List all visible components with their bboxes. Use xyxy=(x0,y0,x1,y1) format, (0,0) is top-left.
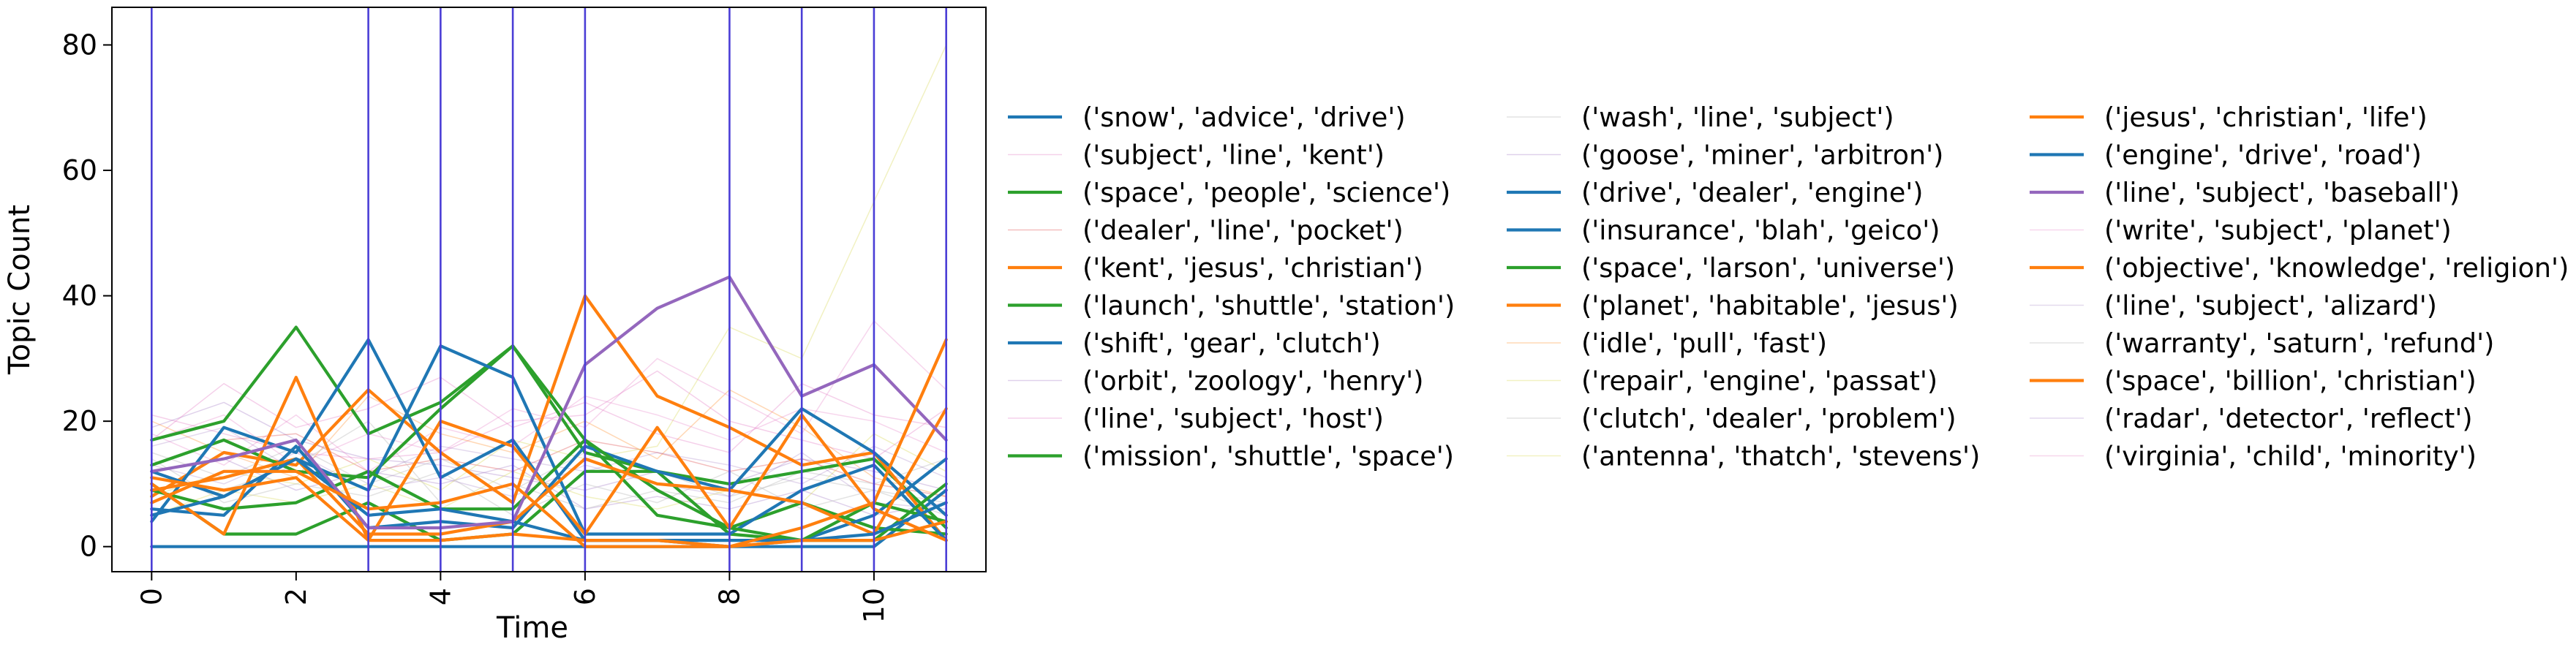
legend-label: ('snow', 'advice', 'drive') xyxy=(1082,102,1406,133)
legend-label: ('line', 'subject', 'host') xyxy=(1082,403,1384,434)
legend-label: ('radar', 'detector', 'reflect') xyxy=(2104,403,2473,434)
legend-label: ('orbit', 'zoology', 'henry') xyxy=(1082,366,1423,397)
series-line-8 xyxy=(151,401,947,491)
y-tick-label: 80 xyxy=(62,29,97,61)
legend-label: ('write', 'subject', 'planet') xyxy=(2104,215,2452,246)
series-line-28 xyxy=(150,476,948,548)
legend-label: ('line', 'subject', 'alizard') xyxy=(2104,290,2437,322)
y-tick-label: 0 xyxy=(80,531,97,563)
series-line-17 xyxy=(151,389,947,497)
legend-label: ('repair', 'engine', 'passat') xyxy=(1581,366,1937,397)
y-tick-label: 20 xyxy=(62,405,97,437)
series-line-14 xyxy=(150,406,948,530)
x-axis-title: Time xyxy=(496,611,568,645)
legend-label: ('engine', 'drive', 'road') xyxy=(2104,140,2422,171)
y-axis-title: Topic Count xyxy=(3,205,37,375)
legend-label: ('launch', 'shuttle', 'station') xyxy=(1082,290,1455,322)
legend-label: ('subject', 'line', 'kent') xyxy=(1082,140,1385,171)
legend-label: ('dealer', 'line', 'pocket') xyxy=(1082,215,1404,246)
series-line-30 xyxy=(151,396,947,472)
series-line-20 xyxy=(151,433,947,516)
series-layer xyxy=(150,44,948,548)
legend-label: ('jesus', 'christian', 'life') xyxy=(2104,102,2428,133)
x-tick-label: 4 xyxy=(424,588,456,605)
y-tick-label: 60 xyxy=(62,154,97,186)
y-tick-label: 40 xyxy=(62,280,97,312)
legend-label: ('space', 'people', 'science') xyxy=(1082,177,1450,208)
x-tick-label: 6 xyxy=(569,588,601,605)
x-tick-label: 2 xyxy=(280,588,312,605)
legend-label: ('idle', 'pull', 'fast') xyxy=(1581,328,1827,359)
legend-label: ('virginia', 'child', 'minority') xyxy=(2104,441,2477,472)
series-line-9 xyxy=(151,377,947,453)
legend-label: ('line', 'subject', 'baseball') xyxy=(2104,177,2460,208)
legend-label: ('shift', 'gear', 'clutch') xyxy=(1082,328,1381,359)
x-axis: 0 2 4 6 8 10 xyxy=(135,572,890,623)
legend-label: ('space', 'larson', 'universe') xyxy=(1581,252,1955,284)
series-line-1 xyxy=(150,488,948,548)
series-line-11 xyxy=(151,445,947,504)
legend-label: ('objective', 'knowledge', 'religion') xyxy=(2104,252,2569,284)
legend-label: ('drive', 'dealer', 'engine') xyxy=(1581,177,1924,208)
series-line-18 xyxy=(151,44,947,497)
y-axis: 0 20 40 60 80 xyxy=(62,29,112,563)
series-line-23 xyxy=(150,275,948,530)
x-tick-label: 8 xyxy=(713,588,745,605)
series-line-10 xyxy=(150,469,948,542)
legend-label: ('warranty', 'saturn', 'refund') xyxy=(2104,328,2494,359)
legend-label: ('goose', 'miner', 'arbitron') xyxy=(1581,140,1943,171)
event-lines xyxy=(151,7,947,572)
legend-label: ('antenna', 'thatch', 'stevens') xyxy=(1581,441,1980,472)
legend-label: ('wash', 'line', 'subject') xyxy=(1581,102,1894,133)
legend-label: ('insurance', 'blah', 'geico') xyxy=(1581,215,1940,246)
x-tick-label: 10 xyxy=(858,588,890,623)
plot-frame xyxy=(111,7,987,572)
series-line-21 xyxy=(150,406,948,536)
legend-label: ('planet', 'habitable', 'jesus') xyxy=(1581,290,1959,322)
series-line-25 xyxy=(150,338,948,548)
legend-label: ('clutch', 'dealer', 'problem') xyxy=(1581,403,1957,434)
series-line-19 xyxy=(151,420,947,510)
legend-label: ('mission', 'shuttle', 'space') xyxy=(1082,441,1454,472)
legend-label: ('space', 'billion', 'christian') xyxy=(2104,366,2477,397)
legend-label: ('kent', 'jesus', 'christian') xyxy=(1082,252,1423,284)
legend: ('snow', 'advice', 'drive') ('subject', '… xyxy=(1008,102,2569,472)
x-tick-label: 0 xyxy=(135,588,167,605)
